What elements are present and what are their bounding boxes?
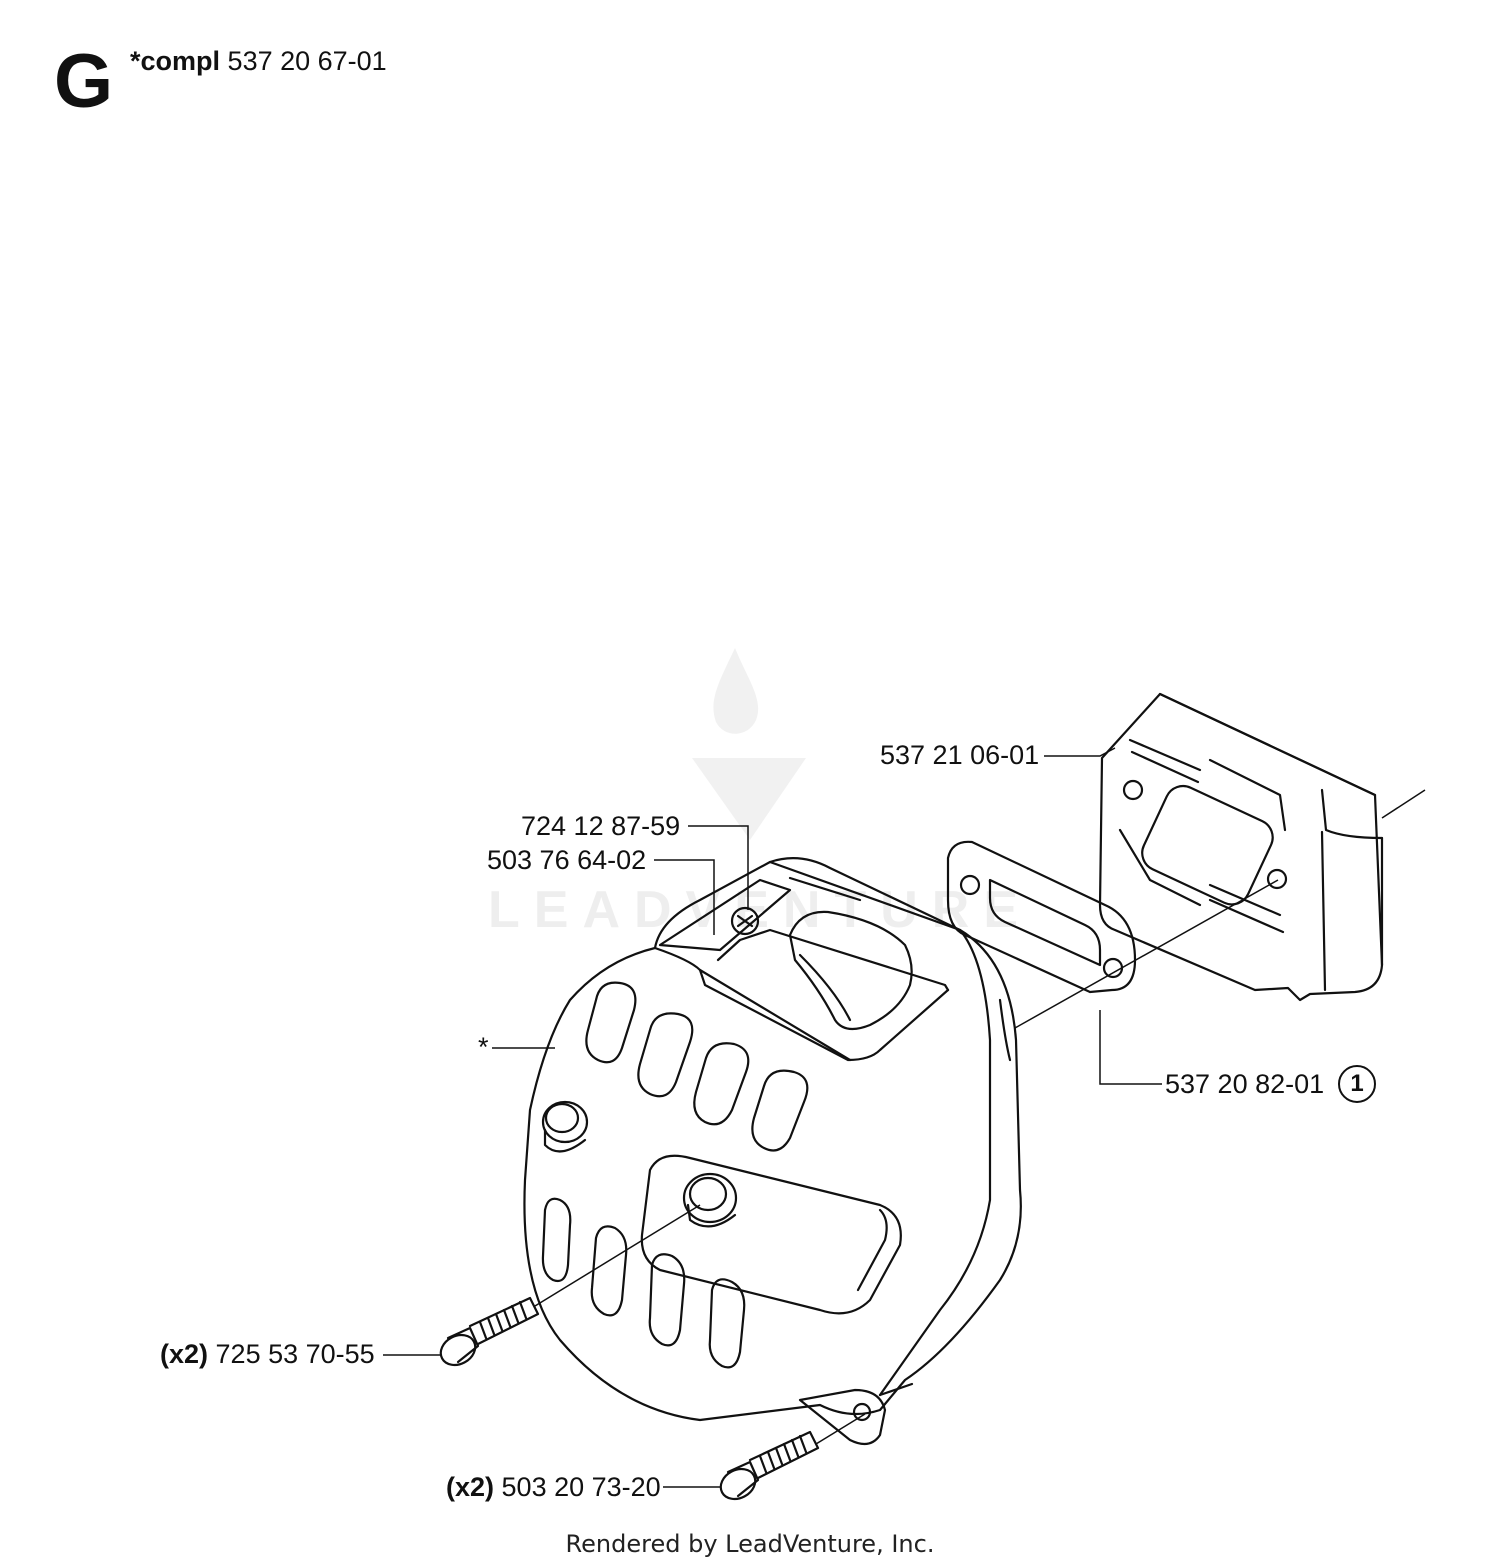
- label-plate: 503 76 64-02: [487, 845, 647, 875]
- gasket: [946, 840, 1137, 994]
- compl-prefix: *compl: [130, 46, 221, 76]
- bolt-upper: [439, 1296, 540, 1367]
- render-credit: Rendered by LeadVenture, Inc.: [565, 1530, 935, 1558]
- label-bolt-upper: (x2) 725 53 70-55: [160, 1341, 375, 1368]
- section-letter: G: [54, 39, 114, 124]
- label-screw-top: 724 12 87-59: [521, 811, 681, 841]
- label-bolt-lower: (x2) 503 20 73-20: [446, 1474, 661, 1501]
- bolt-upper-number: 725 53 70-55: [215, 1339, 375, 1369]
- compl-part-number: 537 20 67-01: [227, 46, 387, 76]
- bolt-lower-qty: (x2): [446, 1472, 495, 1502]
- bolt-lower: [719, 1430, 820, 1501]
- muffler-body: [523, 857, 1022, 1446]
- label-heat-shield: 537 21 06-01: [880, 740, 1040, 770]
- leader-lines: [383, 747, 1426, 1488]
- label-muffler-marker: *: [478, 1032, 489, 1062]
- gasket-reference-badge: 1: [1338, 1065, 1376, 1103]
- label-gasket: 537 20 82-01: [1165, 1069, 1325, 1099]
- complete-assembly-label: *compl 537 20 67-01: [130, 48, 387, 75]
- watermark-logo: [692, 648, 806, 840]
- bolt-lower-number: 503 20 73-20: [501, 1472, 661, 1502]
- heat-shield: [1098, 692, 1384, 1002]
- bolt-upper-qty: (x2): [160, 1339, 209, 1369]
